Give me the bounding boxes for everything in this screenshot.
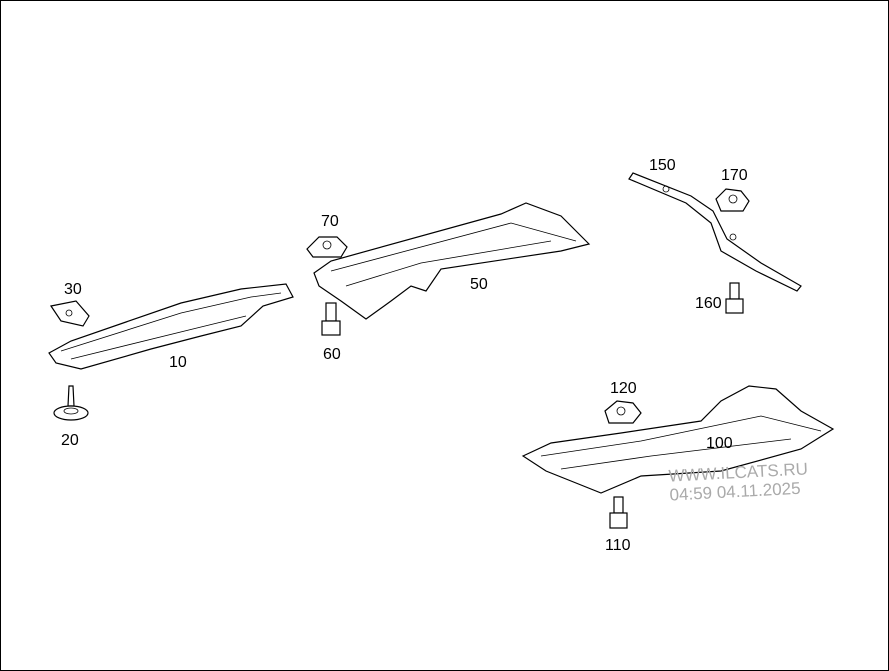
clip-30[interactable] [50, 300, 90, 327]
label-100[interactable]: 100 [706, 435, 733, 452]
screw-20[interactable] [53, 385, 89, 421]
label-110[interactable]: 110 [605, 537, 631, 554]
label-70[interactable]: 70 [321, 213, 339, 230]
underbody-panel-10[interactable] [48, 283, 294, 370]
bolt-60[interactable] [321, 302, 341, 336]
nut-70[interactable] [306, 236, 348, 258]
label-20[interactable]: 20 [61, 432, 79, 449]
watermark: WWW.ILCATS.RU 04:59 04.11.2025 [668, 459, 809, 504]
label-170[interactable]: 170 [721, 167, 748, 184]
label-10[interactable]: 10 [169, 354, 187, 371]
underbody-panel-50[interactable] [313, 202, 591, 320]
label-120[interactable]: 120 [610, 380, 637, 397]
bolt-160[interactable] [725, 282, 744, 314]
nut-120[interactable] [604, 400, 642, 424]
label-160[interactable]: 160 [695, 295, 722, 312]
label-50[interactable]: 50 [470, 276, 488, 293]
nut-170[interactable] [715, 188, 750, 212]
underbody-panel-100[interactable] [521, 385, 835, 494]
label-30[interactable]: 30 [64, 281, 82, 298]
label-60[interactable]: 60 [323, 346, 341, 363]
label-150[interactable]: 150 [649, 157, 676, 174]
bolt-110[interactable] [609, 496, 628, 529]
bracket-150[interactable] [628, 172, 802, 292]
